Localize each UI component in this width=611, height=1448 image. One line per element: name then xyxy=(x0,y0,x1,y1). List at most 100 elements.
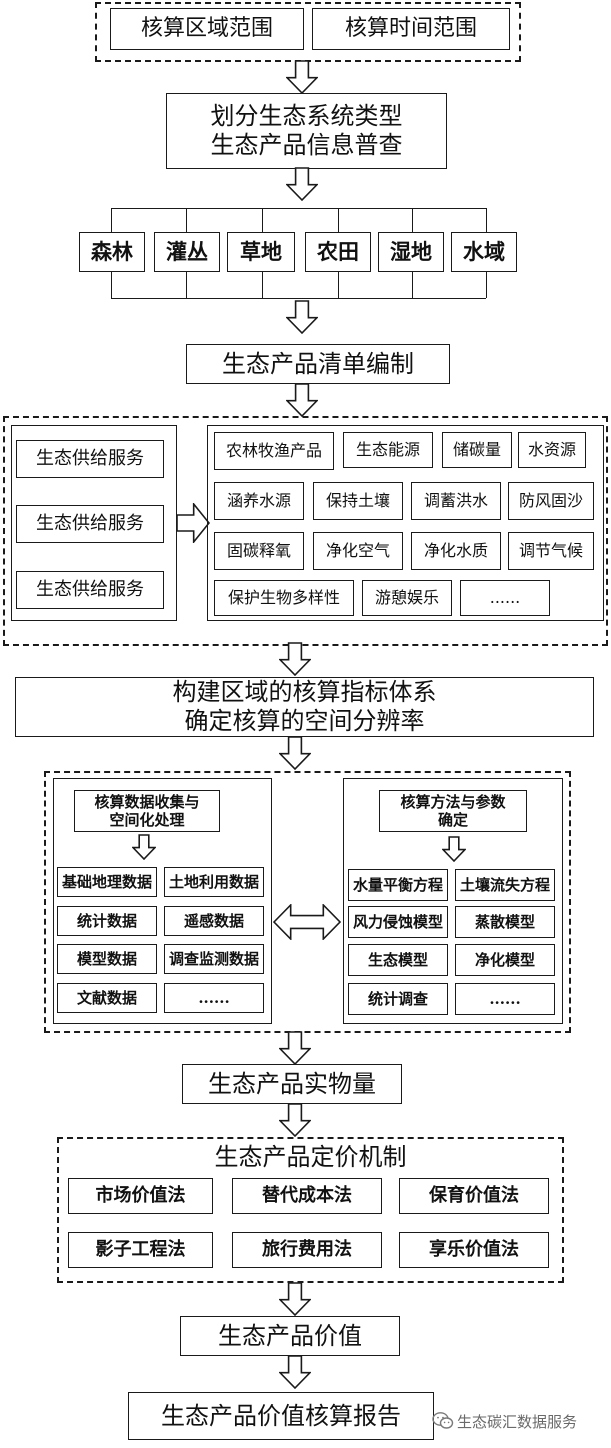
ecosystem-tick xyxy=(338,208,339,232)
flow-arrow-down-icon xyxy=(278,1282,312,1317)
classify-box: 划分生态系统类型 生态产品信息普查 xyxy=(166,93,447,169)
method-panel-title-line-2: 确定 xyxy=(437,811,468,829)
data-method-group xyxy=(44,771,571,1033)
flow-arrow-down-icon xyxy=(278,1103,312,1138)
supply-service-box: 生态供给服务 xyxy=(16,440,164,478)
flow-arrow-down-icon xyxy=(285,167,319,202)
indicator-line-1: 构建区域的核算指标体系 xyxy=(172,678,437,707)
product-box: 保护生物多样性 xyxy=(214,580,354,616)
method-item: 蒸散模型 xyxy=(455,906,555,938)
flow-arrow-down-icon xyxy=(278,736,312,771)
supply-service-box: 生态供给服务 xyxy=(16,571,164,609)
ecosystem-tick xyxy=(186,208,187,232)
data-item: 模型数据 xyxy=(57,944,157,974)
report-box: 生态产品价值核算报告 xyxy=(128,1392,434,1440)
value-box: 生态产品价值 xyxy=(180,1316,400,1356)
product-box: 涵养水源 xyxy=(214,482,304,520)
method-item: 统计调查 xyxy=(348,983,448,1015)
method-item: 净化模型 xyxy=(455,944,555,976)
indicator-line-2: 确定核算的空间分辨率 xyxy=(184,707,425,735)
data-panel-title-line-1: 核算数据收集与 xyxy=(94,793,200,811)
ecosystem-shrub: 灌丛 xyxy=(154,232,220,272)
ecosystem-tick xyxy=(486,208,487,232)
wechat-icon xyxy=(432,1411,454,1431)
product-box: 固碳释氧 xyxy=(214,532,304,570)
method-item: 生态模型 xyxy=(348,944,448,976)
pricing-method: 享乐价值法 xyxy=(399,1232,549,1268)
supply-service-box: 生态供给服务 xyxy=(16,505,164,543)
data-item: 调查监测数据 xyxy=(164,944,264,974)
pricing-method: 影子工程法 xyxy=(68,1232,213,1268)
flow-arrow-bidirectional-icon xyxy=(272,903,342,941)
pricing-group xyxy=(57,1137,564,1283)
ecosystem-tick xyxy=(262,208,263,232)
product-box: 保持土壤 xyxy=(313,482,403,520)
ecosystem-tick xyxy=(262,272,263,298)
watermark: 生态碳汇数据服务 xyxy=(432,1409,608,1433)
ecosystem-tick xyxy=(111,208,112,232)
product-box: 游憩娱乐 xyxy=(362,580,452,616)
ecosystem-farmland: 农田 xyxy=(305,232,371,272)
method-item: 水量平衡方程 xyxy=(348,869,448,901)
ecosystem-tick xyxy=(338,272,339,298)
method-panel-title: 核算方法与参数 确定 xyxy=(379,790,527,832)
region-scope-box: 核算区域范围 xyxy=(110,8,304,50)
pricing-method: 旅行费用法 xyxy=(232,1232,382,1268)
product-box: 农林牧渔产品 xyxy=(214,432,334,470)
classify-line-2: 生态产品信息普查 xyxy=(210,131,403,159)
pricing-method: 保育价值法 xyxy=(399,1178,549,1214)
flow-arrow-down-icon xyxy=(278,1355,312,1390)
time-scope-box: 核算时间范围 xyxy=(312,8,510,50)
pricing-title: 生态产品定价机制 xyxy=(214,1143,407,1171)
ecosystem-water: 水域 xyxy=(451,232,517,272)
ecosystem-wetland: 湿地 xyxy=(378,232,444,272)
data-panel-title-line-2: 空间化处理 xyxy=(109,811,185,829)
data-panel xyxy=(53,778,272,1024)
data-item: 遥感数据 xyxy=(164,906,264,936)
ecosystem-tick xyxy=(486,272,487,298)
product-box: 调蓄洪水 xyxy=(411,482,501,520)
product-box: 水资源 xyxy=(518,432,586,468)
product-box: 调节气候 xyxy=(508,532,594,570)
flow-arrow-down-icon xyxy=(285,60,319,95)
product-box: 防风固沙 xyxy=(508,482,594,520)
ecosystem-tick xyxy=(412,272,413,298)
method-panel xyxy=(343,778,563,1024)
data-item: 文献数据 xyxy=(57,983,157,1013)
flow-arrow-down-icon xyxy=(278,642,312,677)
classify-line-1: 划分生态系统类型 xyxy=(210,102,403,131)
data-item: 统计数据 xyxy=(57,906,157,936)
product-box: 储碳量 xyxy=(442,432,512,468)
flow-arrow-down-icon xyxy=(441,836,467,863)
pricing-method: 市场价值法 xyxy=(68,1178,213,1214)
ecosystem-tick xyxy=(412,208,413,232)
method-item: 土壤流失方程 xyxy=(455,869,555,901)
watermark-text: 生态碳汇数据服务 xyxy=(457,1412,578,1431)
physical-quantity-box: 生态产品实物量 xyxy=(182,1064,402,1104)
products-panel xyxy=(207,425,604,621)
flow-arrow-down-icon xyxy=(285,300,319,335)
inventory-box: 生态产品清单编制 xyxy=(186,344,450,384)
flow-arrow-down-icon xyxy=(131,834,157,861)
method-item-ellipsis: ...... xyxy=(455,983,555,1015)
data-item: 土地利用数据 xyxy=(164,867,264,897)
product-box-ellipsis: ...... xyxy=(460,580,550,616)
method-panel-title-line-1: 核算方法与参数 xyxy=(400,793,506,811)
product-box: 生态能源 xyxy=(343,432,433,468)
indicator-box: 构建区域的核算指标体系 确定核算的空间分辨率 xyxy=(15,677,594,737)
data-item: 基础地理数据 xyxy=(57,867,157,897)
product-box: 净化空气 xyxy=(313,532,403,570)
flow-arrow-right-icon xyxy=(176,501,211,545)
method-item: 风力侵蚀模型 xyxy=(348,906,448,938)
ecosystem-top-line xyxy=(111,208,486,209)
data-panel-title: 核算数据收集与 空间化处理 xyxy=(74,790,220,832)
ecosystem-grassland: 草地 xyxy=(227,232,295,272)
ecosystem-tick xyxy=(186,272,187,298)
flow-arrow-down-icon xyxy=(285,383,319,418)
services-group xyxy=(3,416,608,646)
product-box: 净化水质 xyxy=(411,532,501,570)
pricing-method: 替代成本法 xyxy=(232,1178,382,1214)
data-item-ellipsis: ...... xyxy=(164,983,264,1013)
ecosystem-bottom-line xyxy=(111,298,486,299)
